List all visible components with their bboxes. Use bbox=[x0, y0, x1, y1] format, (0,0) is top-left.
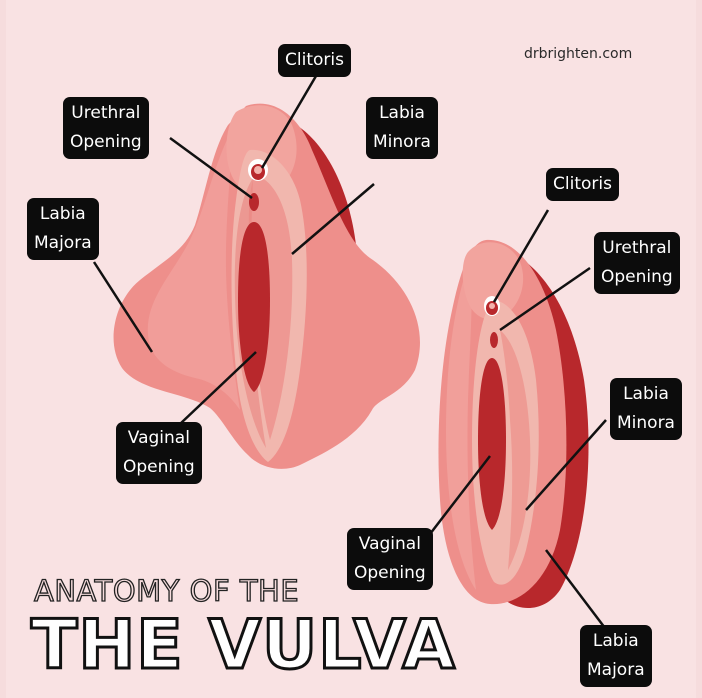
right-labia-majora-label: Labia Majora bbox=[580, 625, 652, 687]
left-urethral-opening-label: Urethral Opening bbox=[63, 97, 149, 159]
right-vaginal-opening-label: Vaginal Opening bbox=[347, 528, 433, 590]
right-clitoris-label: Clitoris bbox=[546, 168, 619, 201]
left-labia-majora-label: Labia Majora bbox=[27, 198, 99, 260]
left-clitoris-label: Clitoris bbox=[278, 44, 351, 77]
right-vulva-illustration bbox=[438, 240, 588, 608]
left-vaginal-opening-label: Vaginal Opening bbox=[116, 422, 202, 484]
website-credit: drbrighten.com bbox=[524, 46, 632, 62]
subtitle-anatomy-of-the: ANATOMY OF THE bbox=[34, 574, 299, 608]
left-labia-minora-label: Labia Minora bbox=[366, 97, 438, 159]
title-the-vulva: THE VULVA bbox=[31, 606, 456, 685]
right-labia-minora-label: Labia Minora bbox=[610, 378, 682, 440]
right-urethral-opening-label: Urethral Opening bbox=[594, 232, 680, 294]
